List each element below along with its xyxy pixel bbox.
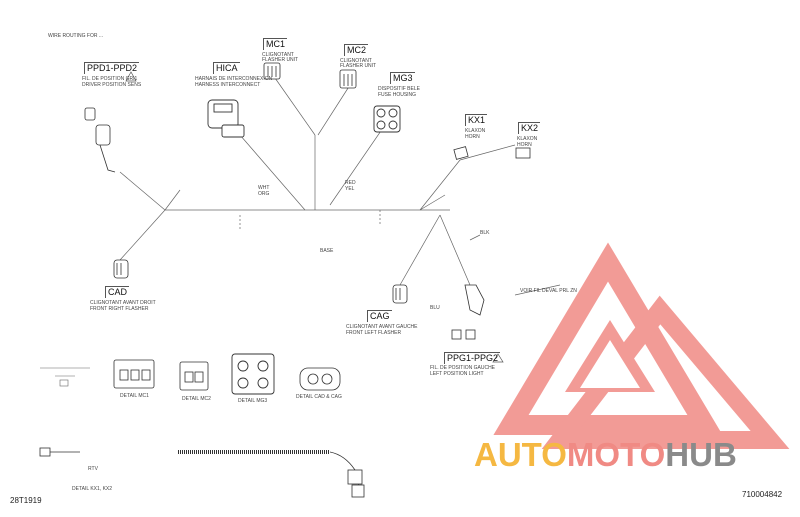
cag-connector-icon [392,284,408,304]
watermark-text: AUTOMOTOHUB [474,436,737,474]
mg3-connector-icon [373,105,401,133]
hica-connector-icon [207,99,245,138]
mc1-desc2: FLASHER UNIT [262,57,299,63]
left-code: 28T1919 [10,496,42,505]
mc2-desc1: CLIGNOTANT [340,58,372,64]
cad-label: CAD [105,286,130,298]
mc1-label: MC1 [263,38,288,50]
hica-desc1: HARNAIS DE INTERCONNEXION [195,76,273,82]
ppd-connector-icon [84,107,116,173]
small-schematic [40,367,90,387]
mc2-connector-icon [339,69,357,89]
ppg-desc1: FIL. DE POSITION GAUCHE [430,365,496,371]
mg3-desc2: FUSE HOUSING [378,92,417,98]
cad-desc2: FRONT RIGHT FLASHER [90,306,149,312]
kx1-desc2: HORN [465,134,480,140]
cag-label: CAG [367,310,392,322]
watermark-auto: AUTO [474,436,567,473]
ppg-desc2: LEFT POSITION LIGHT [430,371,484,377]
kx2-desc2: HORN [517,142,532,148]
detail-mc2-label: DETAIL MC2 [182,396,211,402]
mg3-desc1: DISPOSITIF BELE [378,86,420,92]
top-note: WIRE ROUTING FOR ... [48,33,103,39]
kx1-label: KX1 [465,114,488,126]
left-label-a: WHT [258,185,270,191]
detail-mc1-label: DETAIL MC1 [120,393,149,399]
view-note: VOIR FIL DEVAL PRL ZN [520,288,577,294]
mc2-label: MC2 [344,44,369,56]
wire-harness-icon [39,447,365,498]
center-label-a: RED [345,180,356,186]
ppg-label: PPG1-PPG2 [444,352,501,364]
detail-mc2-icon [179,361,209,391]
cad-desc1: CLIGNOTANT AVANT DROIT [90,300,156,306]
right-code: 710004842 [742,490,783,499]
watermark-hub: HUB [665,436,737,473]
watermark-moto: MOTO [566,436,666,473]
watermark-logo-icon [493,242,790,449]
cad-connector-icon [113,259,129,279]
hica-desc2: HARNESS INTERCONNECT [195,82,261,88]
ppd-desc1: FIL. DE POSITION GRI1 [82,76,138,82]
kx2-desc1: KLAXON [517,136,538,142]
mc2-desc2: FLASHER UNIT [340,63,377,69]
detail-mc1-icon [113,359,155,389]
detail-cad-cag-icon [299,367,341,391]
kx1-connector-icon [453,146,469,160]
detail-mg3-label: DETAIL MG3 [238,398,268,404]
base-label: BASE [320,248,334,254]
hica-label: HICA [213,62,240,74]
ppd-desc2: DRIVER POSITION SENS [82,82,142,88]
cag-desc1: CLIGNOTANT AVANT GAUCHE [346,324,418,330]
ppd-label: PPD1-PPD2 [84,62,140,74]
right-label-b: BLU [430,305,440,311]
warning-triangle-icon [125,71,504,363]
detail-kx-label: DETAIL KX1, KX2 [72,486,113,492]
left-label-b: ORG [258,191,270,197]
detail-kx-tag: RTV [88,466,98,472]
cag-desc2: FRONT LEFT FLASHER [346,330,402,336]
kx1-desc1: KLAXON [465,128,486,134]
detail-mg3-icon [231,353,275,395]
ppg-connector-icon [451,284,485,340]
kx2-connector-icon [515,147,531,159]
mc1-desc1: CLIGNOTANT [262,52,294,58]
center-label-b: YEL [345,186,355,192]
detail-cad-cag-label: DETAIL CAD & CAG [296,394,342,400]
mc1-connector-icon [263,62,281,80]
right-label-a: BLK [480,230,490,236]
kx2-label: KX2 [518,122,541,134]
mg3-label: MG3 [390,72,415,84]
